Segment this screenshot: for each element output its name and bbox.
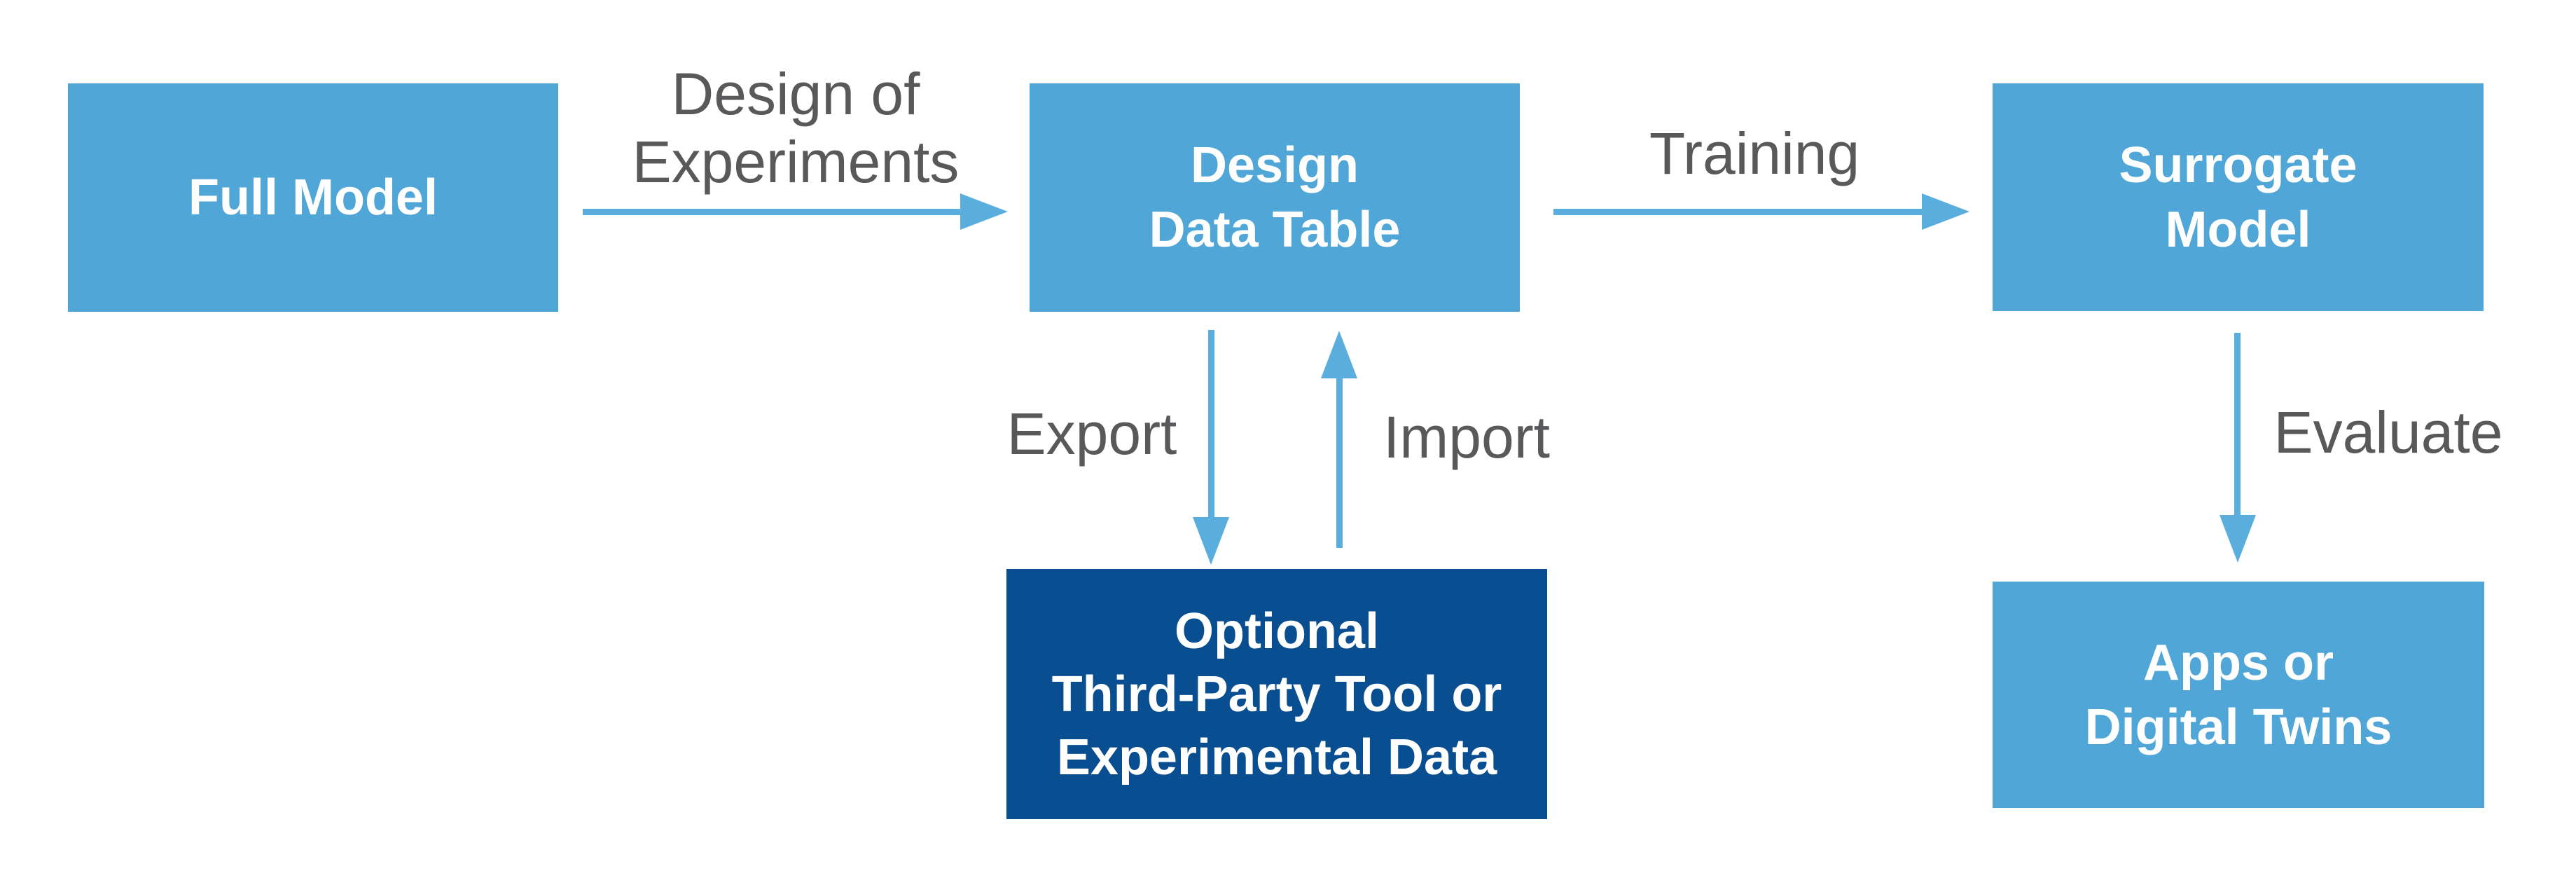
node-apps-line1: Apps or	[2142, 634, 2334, 691]
export-edge-label: Export	[1006, 401, 1177, 467]
node-surrogate-model-line2: Model	[2165, 201, 2311, 258]
import-arrow-shaft	[1336, 377, 1343, 548]
evaluate-arrow-head-icon	[2220, 515, 2256, 563]
node-third-party-line3: Experimental Data	[1056, 729, 1497, 785]
node-apps-digital-twins-label: Apps or Digital Twins	[2085, 631, 2393, 760]
node-third-party-tool: Optional Third-Party Tool or Experimenta…	[1006, 569, 1547, 819]
node-apps-digital-twins: Apps or Digital Twins	[1993, 582, 2484, 808]
doe-arrow-head-icon	[960, 193, 1008, 230]
training-arrow-shaft	[1553, 209, 1922, 215]
node-surrogate-model-label: Surrogate Model	[2119, 133, 2357, 262]
node-design-data-table-line2: Data Table	[1149, 202, 1401, 258]
doe-arrow-shaft	[583, 209, 960, 215]
node-surrogate-model-line1: Surrogate	[2119, 137, 2357, 193]
node-design-data-table-line1: Design	[1190, 137, 1359, 193]
export-arrow-head-icon	[1193, 517, 1229, 565]
doe-edge-label: Design of Experiments	[632, 60, 960, 196]
node-full-model-label: Full Model	[188, 165, 438, 230]
doe-edge-label-line2: Experiments	[632, 129, 960, 195]
node-apps-line2: Digital Twins	[2084, 699, 2393, 755]
doe-edge-label-line1: Design of	[671, 61, 920, 127]
export-arrow-shaft	[1208, 330, 1214, 519]
evaluate-arrow-shaft	[2234, 333, 2241, 516]
import-edge-label: Import	[1383, 404, 1551, 470]
node-design-data-table-label: Design Data Table	[1149, 133, 1401, 262]
node-third-party-tool-label: Optional Third-Party Tool or Experimenta…	[1052, 600, 1502, 789]
node-design-data-table: Design Data Table	[1030, 83, 1520, 312]
training-edge-label: Training	[1649, 121, 1860, 186]
node-surrogate-model: Surrogate Model	[1993, 83, 2484, 311]
evaluate-edge-label: Evaluate	[2273, 399, 2503, 465]
node-third-party-line1: Optional	[1175, 603, 1379, 659]
training-arrow-head-icon	[1922, 193, 1969, 230]
node-full-model-line1: Full Model	[188, 170, 438, 226]
node-third-party-line2: Third-Party Tool or	[1051, 666, 1502, 722]
import-arrow-head-icon	[1321, 331, 1357, 378]
node-full-model: Full Model	[68, 83, 558, 312]
